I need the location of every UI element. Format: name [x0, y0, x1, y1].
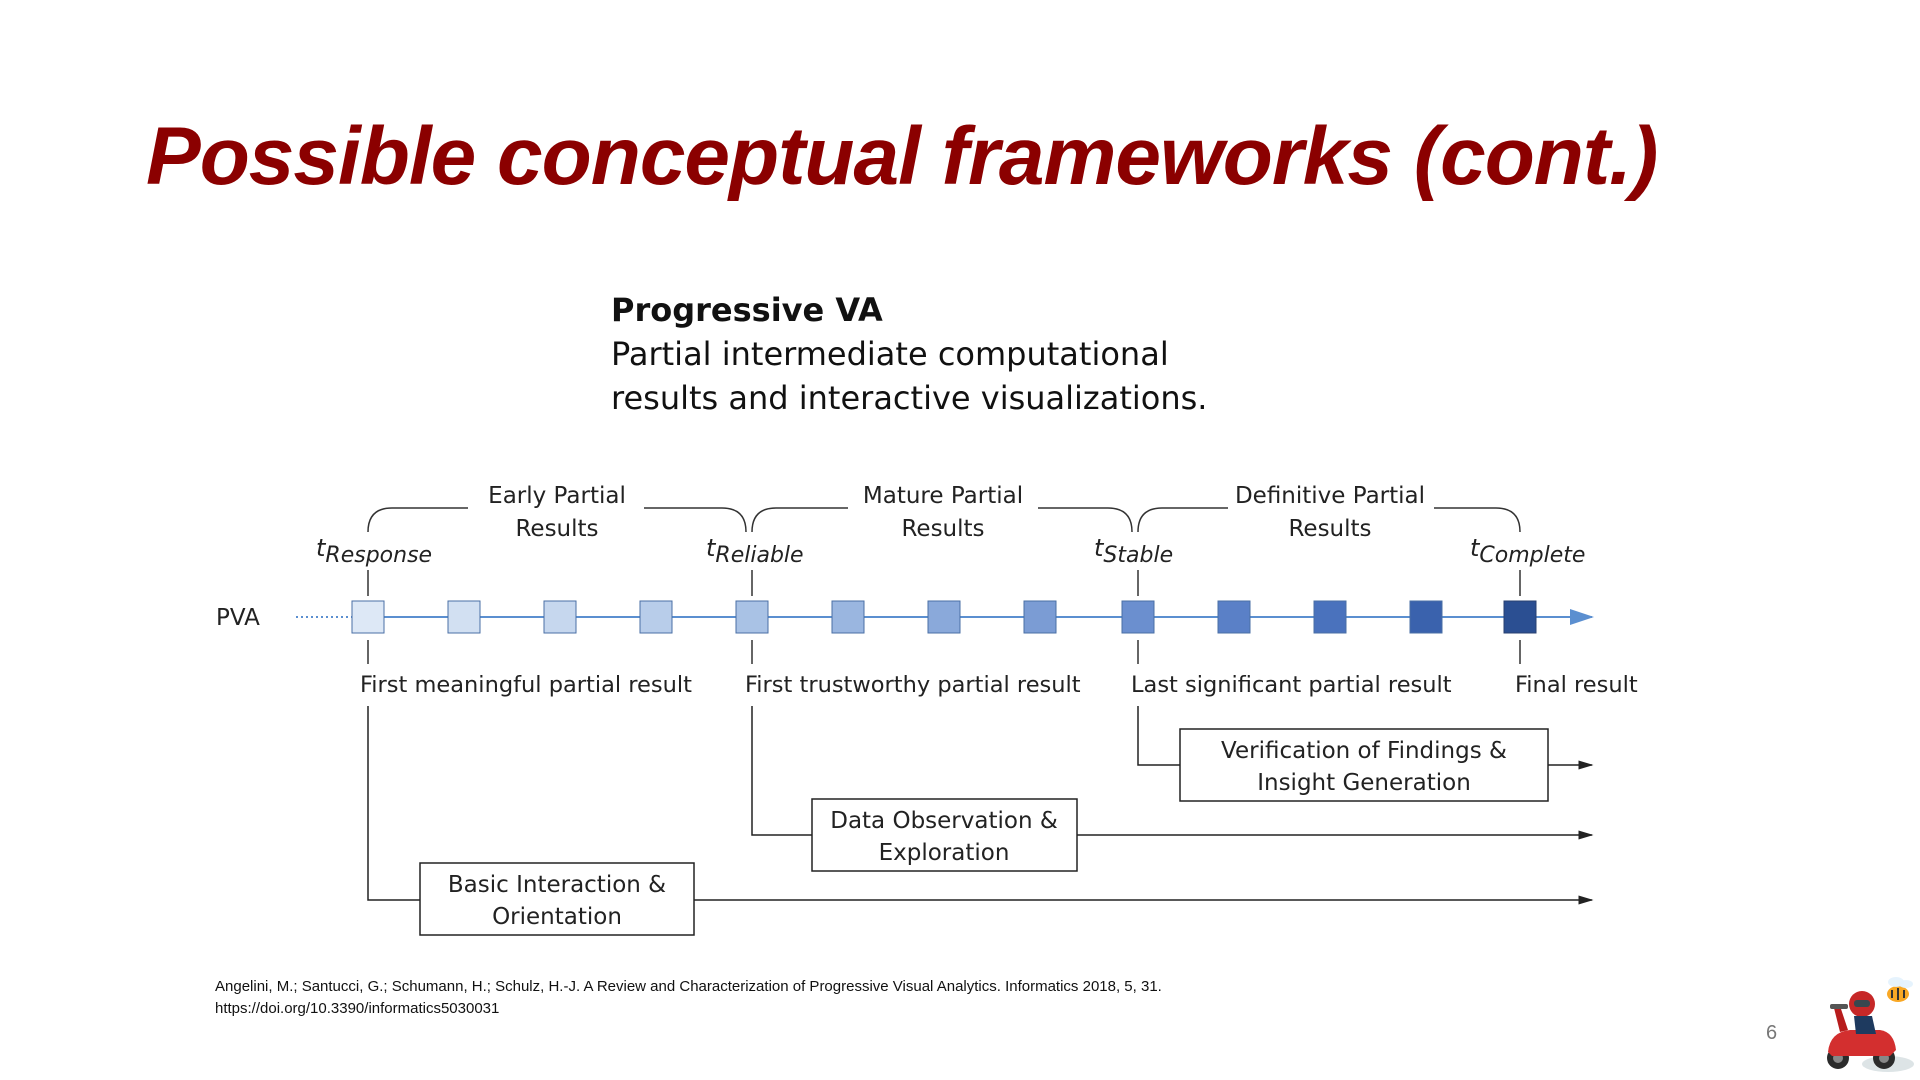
activity-connector [1137, 706, 1180, 766]
intro-line: results and interactive visualizations. [611, 379, 1208, 417]
milestone-t-reliable: tReliable [706, 534, 804, 568]
page-number: 6 [1766, 1022, 1778, 1044]
phase-label-definitive: Definitive Partial [1235, 483, 1425, 509]
phase-label-early: Early Partial [488, 483, 626, 509]
activity-connector [367, 706, 420, 901]
partial-result-box [927, 600, 961, 634]
activity-connector [751, 706, 812, 836]
milestone-label-last-significant: Last significant partial result [1131, 672, 1452, 698]
activity-box-verification [1179, 728, 1549, 802]
result-boxes [351, 600, 1537, 634]
milestone-t-complete: tComplete [1470, 534, 1585, 568]
partial-result-box [351, 600, 385, 634]
partial-result-box [735, 600, 769, 634]
intro-text: Progressive VA Partial intermediate comp… [611, 288, 1371, 420]
phase-brace [751, 507, 1133, 533]
activity-box-observation [811, 798, 1078, 872]
activity-label: Exploration [879, 840, 1010, 866]
partial-result-box [1313, 600, 1347, 634]
partial-result-box [1023, 600, 1057, 634]
activity-label: Verification of Findings & [1221, 738, 1507, 764]
milestone-t-stable: tStable [1094, 534, 1173, 568]
activity-label: Orientation [492, 904, 622, 930]
phase-label-mature: Results [901, 516, 984, 542]
citation-reference: Angelini, M.; Santucci, G.; Schumann, H.… [215, 978, 1162, 995]
partial-result-box [1121, 600, 1155, 634]
activity-label: Data Observation & [830, 808, 1058, 834]
scooter-mascot-image [1827, 977, 1914, 1072]
milestone-t-response: tResponse [316, 534, 432, 568]
citation: Angelini, M.; Santucci, G.; Schumann, H.… [215, 976, 1162, 1020]
milestone-label-first-meaningful: First meaningful partial result [360, 672, 692, 698]
final-result-box [1503, 600, 1537, 634]
phase-label-mature: Mature Partial [863, 483, 1023, 509]
pva-row-label: PVA [216, 605, 260, 631]
phase-label-definitive: Results [1288, 516, 1371, 542]
activity-label: Basic Interaction & [448, 872, 666, 898]
partial-result-box [831, 600, 865, 634]
activity-label: Insight Generation [1257, 770, 1471, 796]
slide-title: Possible conceptual frameworks (cont.) [146, 111, 1658, 202]
partial-result-box [1217, 600, 1251, 634]
citation-doi-link[interactable]: https://doi.org/10.3390/informatics50300… [215, 1000, 500, 1017]
intro-heading: Progressive VA [611, 291, 883, 329]
phase-brace [1137, 507, 1521, 533]
milestone-label-first-trustworthy: First trustworthy partial result [745, 672, 1081, 698]
partial-result-box [447, 600, 481, 634]
partial-result-box [1409, 600, 1443, 634]
partial-result-box [543, 600, 577, 634]
milestone-label-final: Final result [1515, 672, 1638, 698]
intro-line: Partial intermediate computational [611, 335, 1169, 373]
phase-brace [367, 507, 747, 533]
activity-box-interaction [419, 862, 695, 936]
phase-label-early: Results [515, 516, 598, 542]
partial-result-box [639, 600, 673, 634]
